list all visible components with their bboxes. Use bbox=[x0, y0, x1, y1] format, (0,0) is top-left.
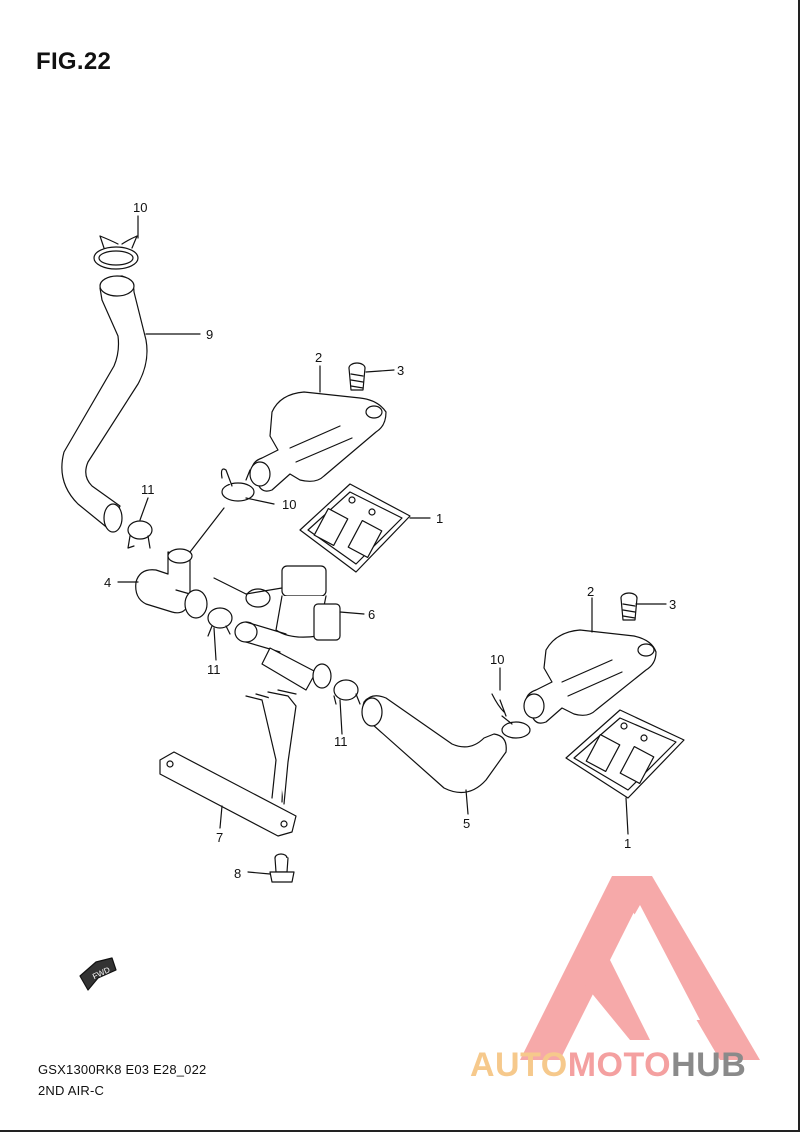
page-border-bottom bbox=[0, 1130, 800, 1132]
automotohub-logo-icon bbox=[520, 876, 760, 1060]
part-4-joint-pipe bbox=[135, 548, 208, 619]
part-7-bracket bbox=[159, 689, 297, 837]
callout-3-lower: 3 bbox=[669, 597, 676, 612]
callout-7: 7 bbox=[216, 830, 223, 845]
callout-5: 5 bbox=[463, 816, 470, 831]
part-10-clamp-mid bbox=[220, 468, 255, 502]
figure-code: GSX1300RK8 E03 E28_022 bbox=[38, 1062, 207, 1077]
part-6-air-valve bbox=[234, 565, 341, 691]
part-8-bolt bbox=[269, 853, 295, 883]
callout-10-right: 10 bbox=[490, 652, 504, 667]
brand-part-auto: AUTO bbox=[470, 1046, 568, 1084]
figure-title: FIG.22 bbox=[36, 48, 112, 75]
part-2-reed-valve-cover-upper bbox=[249, 391, 387, 492]
callout-1-lower: 1 bbox=[624, 836, 631, 851]
callout-8: 8 bbox=[234, 866, 241, 881]
brand-part-hub: HUB bbox=[671, 1046, 747, 1084]
leader-lines bbox=[117, 215, 667, 875]
callout-2-lower: 2 bbox=[587, 584, 594, 599]
callout-10-top: 10 bbox=[133, 200, 147, 215]
part-1-reed-valve-lower bbox=[565, 709, 685, 799]
brand-watermark: AUTOMOTOHUB bbox=[470, 1046, 746, 1085]
callout-11-b: 11 bbox=[207, 662, 221, 677]
part-5-hose bbox=[361, 695, 507, 794]
callout-3-upper: 3 bbox=[397, 363, 404, 378]
brand-part-moto: MOTO bbox=[567, 1046, 672, 1084]
callout-11-c: 11 bbox=[334, 734, 348, 749]
callout-2-upper: 2 bbox=[315, 350, 322, 365]
callout-1-upper: 1 bbox=[436, 511, 443, 526]
part-10-clamp-right bbox=[491, 693, 531, 739]
part-10-clamp-top bbox=[93, 235, 139, 270]
part-3-bolt-upper bbox=[348, 362, 366, 391]
callout-10-mid: 10 bbox=[282, 497, 296, 512]
part-11-clamp-b bbox=[207, 607, 233, 637]
callout-11-a: 11 bbox=[141, 482, 155, 497]
callout-4: 4 bbox=[104, 575, 111, 590]
part-11-clamp-c bbox=[333, 679, 361, 705]
part-3-bolt-lower bbox=[620, 592, 638, 621]
figure-section: 2ND AIR-C bbox=[38, 1083, 105, 1098]
part-2-reed-valve-cover-lower bbox=[523, 629, 657, 724]
fwd-arrow-icon bbox=[79, 957, 117, 991]
callout-6: 6 bbox=[368, 607, 375, 622]
callout-9: 9 bbox=[206, 327, 213, 342]
page-border-right bbox=[798, 0, 800, 1132]
part-11-clamp-a bbox=[127, 520, 153, 549]
part-9-hose bbox=[61, 275, 148, 533]
part-1-reed-valve-upper bbox=[299, 483, 411, 573]
